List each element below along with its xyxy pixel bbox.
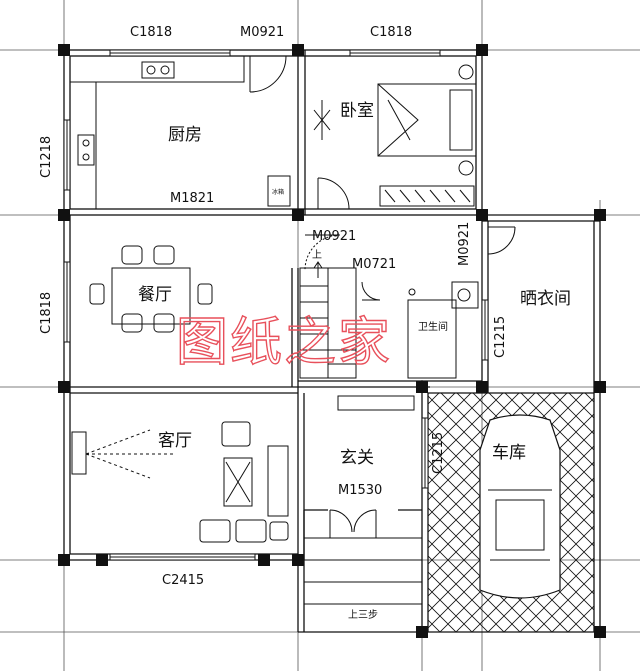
code-entry-door: M1530 bbox=[338, 483, 382, 498]
code-bedroom-door: M0921 bbox=[312, 229, 356, 244]
garage-floor bbox=[428, 393, 594, 632]
doors bbox=[150, 55, 516, 538]
stair-up-label: 上 bbox=[312, 249, 322, 261]
bedroom-furniture bbox=[313, 64, 477, 207]
room-label-dining: 餐厅 bbox=[138, 285, 172, 305]
entry-steps-label: 上三步 bbox=[348, 609, 378, 621]
code-laundry-door: M0921 bbox=[457, 222, 472, 266]
room-label-kitchen: 厨房 bbox=[168, 125, 202, 145]
code-stair-door: M0721 bbox=[352, 257, 396, 272]
room-label-bathroom: 卫生间 bbox=[418, 320, 448, 333]
windows bbox=[63, 49, 489, 561]
staircase bbox=[299, 261, 415, 411]
watermark-text: 图纸之家 bbox=[176, 313, 392, 373]
room-label-garage: 车库 bbox=[492, 443, 526, 463]
code-top-door: M0921 bbox=[240, 25, 284, 40]
room-label-foyer: 玄关 bbox=[340, 448, 374, 468]
code-laundry-window: C1215 bbox=[493, 316, 508, 358]
code-left-window-dining: C1818 bbox=[39, 292, 54, 334]
bathroom-fixtures bbox=[407, 281, 479, 379]
room-label-living: 客厅 bbox=[158, 431, 192, 451]
code-top-window-left: C1818 bbox=[130, 25, 172, 40]
living-furniture bbox=[71, 421, 289, 543]
fridge-label: 冰箱 bbox=[272, 188, 284, 196]
code-garage-window: C1215 bbox=[431, 432, 446, 474]
dining-set bbox=[89, 245, 213, 333]
code-top-window-right: C1818 bbox=[370, 25, 412, 40]
columns bbox=[58, 44, 606, 638]
code-bottom-window: C2415 bbox=[162, 573, 204, 588]
kitchen-counter bbox=[70, 56, 291, 209]
room-label-bedroom: 卧室 bbox=[340, 101, 374, 121]
room-label-laundry: 晒衣间 bbox=[520, 289, 571, 309]
entry-steps bbox=[303, 537, 423, 633]
car-icon bbox=[479, 414, 561, 599]
code-left-window-kitchen: C1218 bbox=[39, 136, 54, 178]
code-kitchen-door: M1821 bbox=[170, 191, 214, 206]
